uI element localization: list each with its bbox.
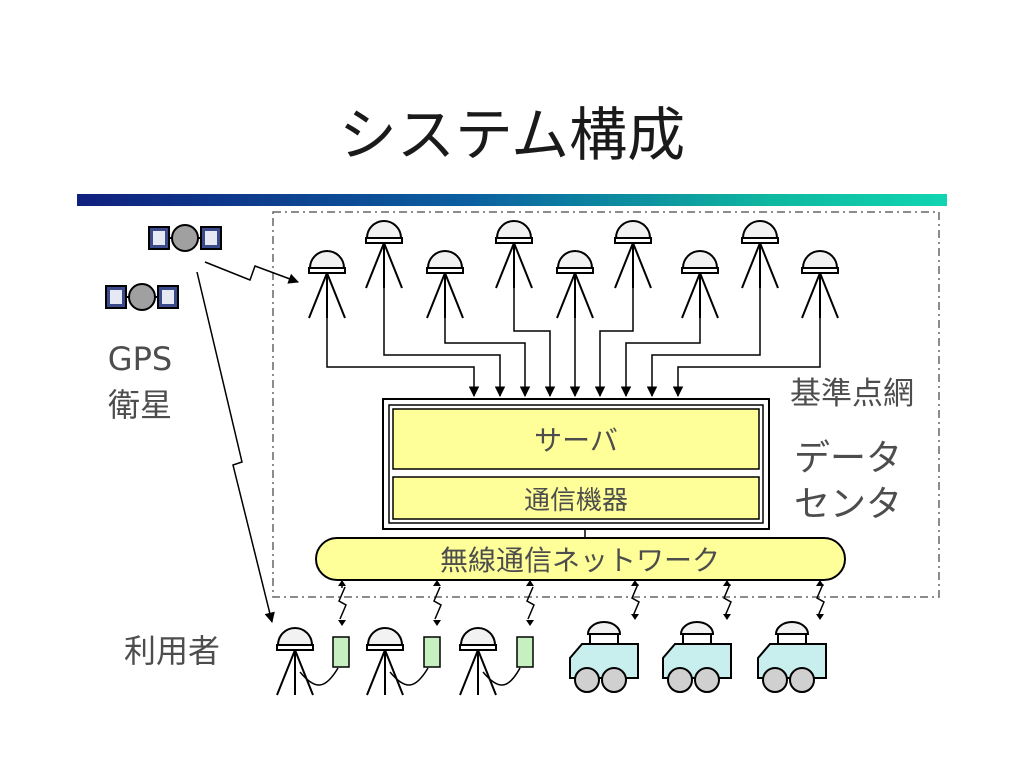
reference-network-frame bbox=[272, 211, 940, 598]
signal-to-reference-station bbox=[204, 261, 299, 284]
users-label: 利用者 bbox=[124, 632, 220, 670]
user-receiver-icon bbox=[459, 627, 497, 696]
gps-label-line1: GPS bbox=[108, 340, 172, 378]
handheld-device-icon bbox=[516, 636, 534, 668]
reference-station-icon bbox=[365, 220, 403, 289]
satellite-icon bbox=[148, 224, 222, 252]
vehicle-icon bbox=[569, 621, 639, 693]
satellite-icon bbox=[105, 283, 179, 311]
slide-title: システム構成 bbox=[338, 101, 686, 169]
reference-station-icon bbox=[426, 250, 464, 319]
reference-station-icon bbox=[681, 250, 719, 319]
gps-label-line2: 衛星 bbox=[108, 386, 172, 424]
reference-station-icon bbox=[308, 250, 346, 319]
reference-station-icon bbox=[495, 220, 533, 289]
server-label: サーバ bbox=[534, 424, 618, 457]
title-divider-bar bbox=[77, 194, 947, 206]
handheld-device-icon bbox=[332, 636, 350, 668]
comm-equipment-label: 通信機器 bbox=[524, 486, 628, 516]
signal-to-user bbox=[196, 271, 275, 624]
wireless-network-bar bbox=[315, 537, 846, 581]
reference-station-icon bbox=[741, 220, 779, 289]
vehicle-icon bbox=[757, 621, 827, 693]
user-receiver-icon bbox=[366, 627, 404, 696]
reference-station-icon bbox=[556, 250, 594, 319]
data-center-label-line2: センタ bbox=[794, 484, 902, 525]
wireless-network-label: 無線通信ネットワーク bbox=[440, 544, 720, 577]
data-center-label-line1: データ bbox=[794, 438, 902, 479]
reference-station-icon bbox=[614, 220, 652, 289]
reference-station-icon bbox=[801, 250, 839, 319]
handheld-device-icon bbox=[423, 636, 441, 668]
user-receiver-icon bbox=[276, 627, 314, 696]
reference-network-label: 基準点網 bbox=[790, 376, 914, 412]
wireless-links bbox=[338, 580, 825, 626]
comm-equipment-box bbox=[392, 476, 760, 520]
vehicle-icon bbox=[662, 621, 732, 693]
station-connectors bbox=[326, 288, 821, 398]
server-box bbox=[392, 408, 760, 470]
